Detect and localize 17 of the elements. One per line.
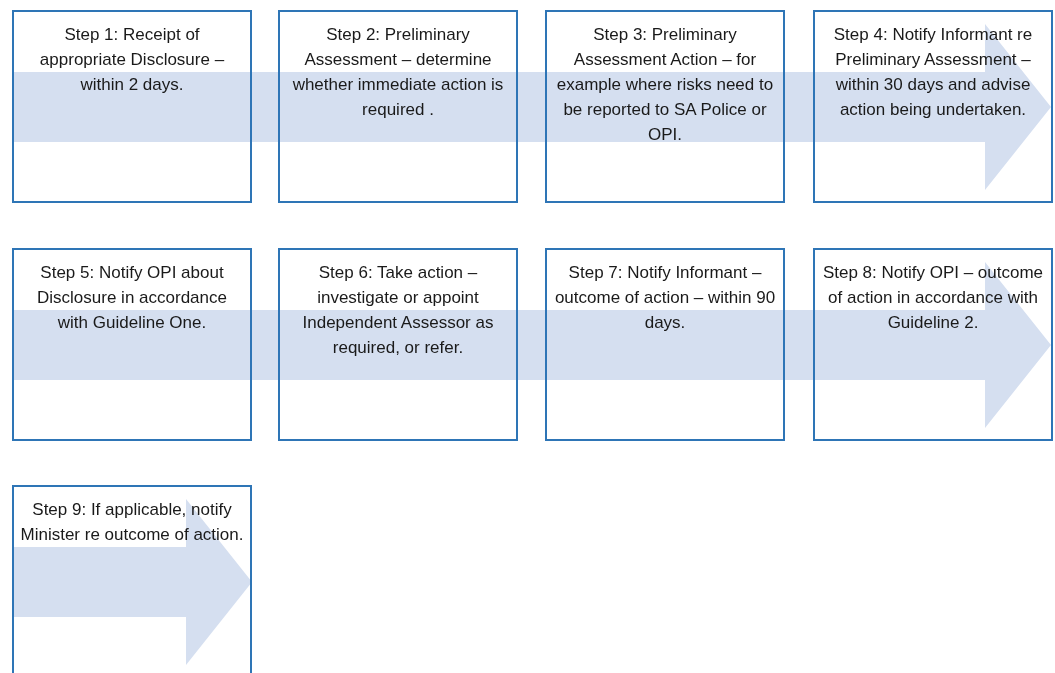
- step-text: Step 4: Notify Informant re Preliminary Assessment – within 30 days and advise action being undertaken.: [832, 24, 1034, 121]
- step-box: [813, 10, 1053, 203]
- step-text: Step 5: Notify OPI about Disclosure in accordance with Guideline One.: [36, 262, 228, 334]
- step-text: Step 9: If applicable, notify Minister re outcome of action.: [20, 499, 244, 546]
- step-text: Step 8: Notify OPI – outcome of action in accordance with Guideline 2.: [821, 262, 1045, 334]
- step-box: [278, 10, 518, 203]
- step-text: Step 7: Notify Informant – outcome of action – within 90 days.: [553, 262, 777, 334]
- step-text: Step 2: Preliminary Assessment – determine whether immediate action is required .: [291, 24, 505, 121]
- step-box: [545, 248, 785, 441]
- step-box: [12, 248, 252, 441]
- step-text: Step 3: Preliminary Assessment Action – for example where risks need to be reported to SA Police or OPI.: [555, 24, 775, 146]
- step-text: Step 6: Take action – investigate or appoint Independent Assessor as required, or refer.: [301, 262, 495, 359]
- step-box: [545, 10, 785, 203]
- step-text: Step 1: Receipt of appropriate Disclosure – within 2 days.: [38, 24, 226, 96]
- step-box: [12, 10, 252, 203]
- step-box: [813, 248, 1053, 441]
- step-box: [278, 248, 518, 441]
